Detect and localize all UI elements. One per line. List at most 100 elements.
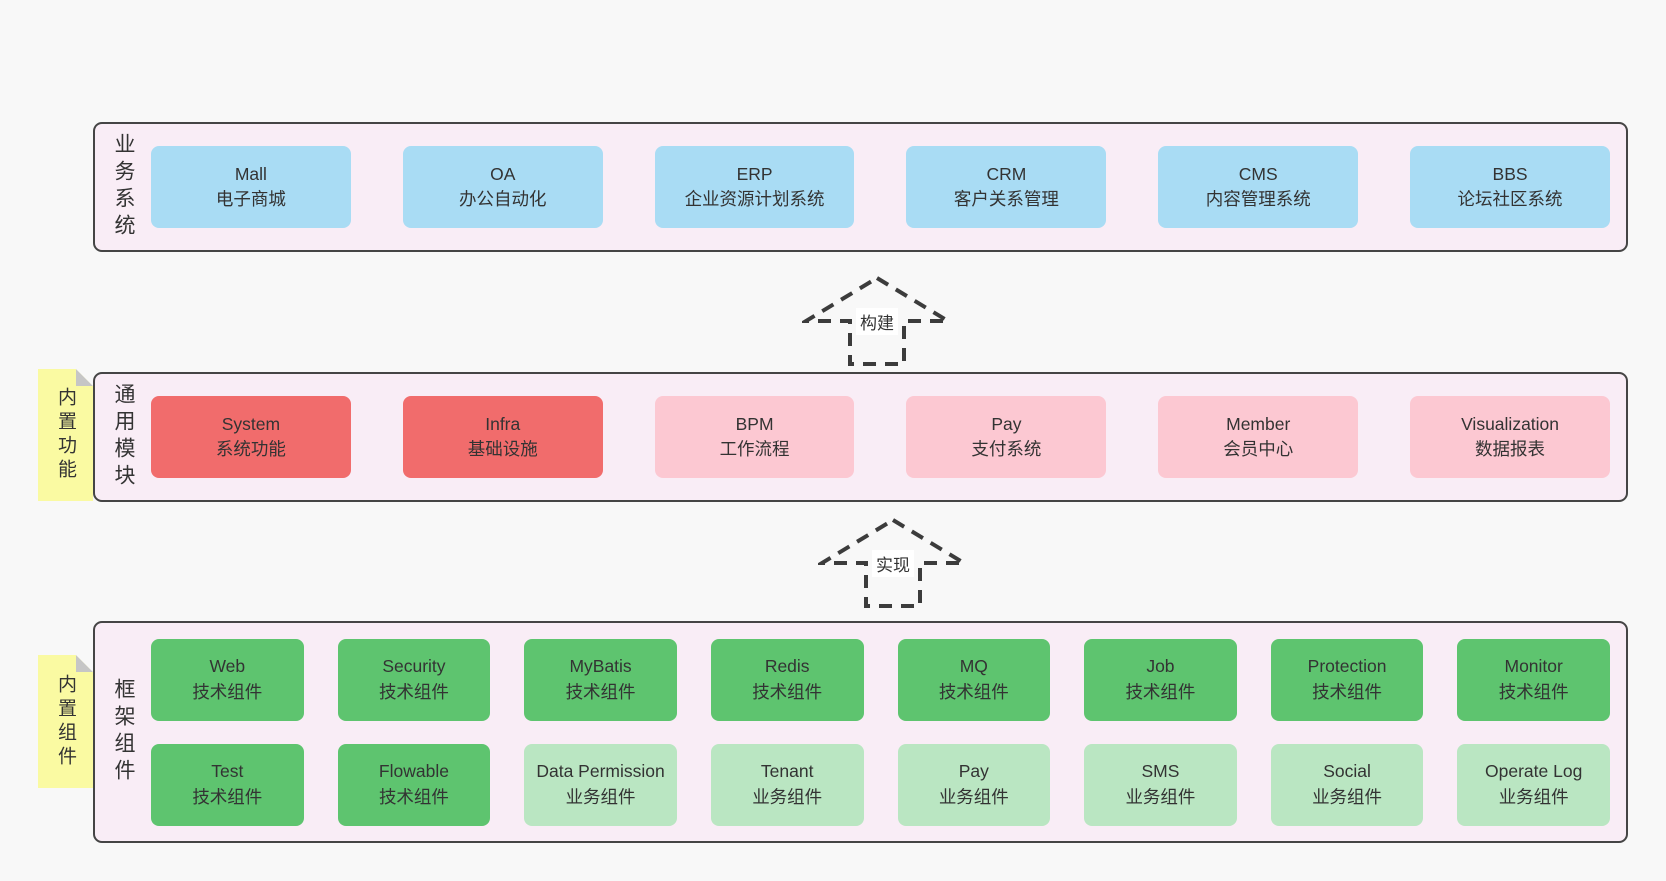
layer-label-modules: 通用模块: [112, 383, 135, 491]
box-bbs: BBS 论坛社区系统: [1410, 146, 1610, 228]
box-name: CMS: [1238, 163, 1278, 184]
sticky-note-builtin-features: 内置功能: [38, 369, 93, 501]
box-name: OA: [490, 163, 516, 184]
box-name: Security: [382, 656, 446, 677]
box-visualization: Visualization 数据报表: [1410, 396, 1610, 478]
box-name: ERP: [736, 163, 773, 184]
box-name: Social: [1323, 761, 1371, 782]
box-name: Visualization: [1461, 413, 1560, 434]
box-flowable: Flowable 技术组件: [337, 743, 491, 826]
box-system: System 系统功能: [151, 396, 351, 478]
layer-common-modules: 通用模块 System 系统功能 Infra 基础设施 BPM 工作流程 Pay…: [93, 372, 1628, 502]
box-desc: 会员中心: [1223, 439, 1294, 459]
box-desc: 技术组件: [752, 681, 823, 702]
folded-corner-cut: [76, 369, 93, 386]
box-desc: 业务组件: [1125, 786, 1196, 807]
box-name: CRM: [986, 163, 1027, 184]
box-name: Web: [209, 656, 246, 677]
box-desc: 内容管理系统: [1205, 189, 1311, 209]
box-desc: 技术组件: [1312, 681, 1383, 702]
box-desc: 业务组件: [752, 786, 823, 807]
box-bpm: BPM 工作流程: [654, 396, 855, 478]
box-name: Infra: [485, 413, 521, 434]
box-operate-log: Operate Log 业务组件: [1457, 743, 1610, 826]
box-desc: 办公自动化: [458, 189, 547, 209]
box-mall: Mall 电子商城: [151, 146, 351, 228]
box-tenant: Tenant 业务组件: [710, 743, 864, 826]
box-name: Data Permission: [536, 761, 665, 782]
box-desc: 支付系统: [971, 439, 1042, 459]
box-pay-component: Pay 业务组件: [897, 743, 1051, 826]
box-member: Member 会员中心: [1158, 396, 1359, 478]
box-name: Redis: [764, 656, 810, 677]
box-infra: Infra 基础设施: [402, 396, 603, 478]
box-desc: 业务组件: [565, 786, 636, 807]
box-name: Monitor: [1504, 656, 1563, 677]
box-monitor: Monitor 技术组件: [1457, 638, 1610, 721]
note-text: 内置组件: [55, 673, 76, 770]
box-desc: 技术组件: [1498, 681, 1569, 702]
layer-label-business: 业务系统: [112, 133, 135, 241]
arrow-label-implement: 实现: [872, 550, 914, 577]
arrow-label-build: 构建: [856, 308, 898, 335]
modules-box-row: System 系统功能 Infra 基础设施 BPM 工作流程 Pay 支付系统…: [151, 374, 1626, 500]
box-desc: 企业资源计划系统: [684, 189, 825, 209]
box-desc: 技术组件: [565, 681, 636, 702]
up-arrow-icon: [802, 275, 952, 366]
box-name: Flowable: [378, 761, 449, 782]
box-social: Social 业务组件: [1270, 743, 1424, 826]
box-name: Job: [1146, 656, 1175, 677]
box-desc: 技术组件: [378, 786, 449, 807]
box-name: SMS: [1141, 761, 1180, 782]
note-text: 内置功能: [55, 387, 76, 483]
box-desc: 业务组件: [1312, 786, 1383, 807]
box-name: Pay: [991, 413, 1022, 434]
box-name: MyBatis: [569, 656, 632, 677]
box-name: Test: [211, 761, 244, 782]
box-desc: 论坛社区系统: [1457, 189, 1563, 209]
layer-framework-components: 框架组件 Web 技术组件 Security 技术组件 MyBatis 技术组件…: [93, 621, 1628, 843]
box-name: Operate Log: [1485, 761, 1583, 782]
box-desc: 业务组件: [938, 786, 1009, 807]
box-desc: 技术组件: [192, 681, 263, 702]
box-name: Pay: [958, 761, 989, 782]
box-web: Web 技术组件: [151, 638, 304, 721]
box-desc: 技术组件: [1125, 681, 1196, 702]
layer-label-components: 框架组件: [112, 678, 135, 786]
box-desc: 数据报表: [1475, 439, 1546, 459]
box-name: Tenant: [760, 761, 814, 782]
box-pay-module: Pay 支付系统: [906, 396, 1107, 478]
box-redis: Redis 技术组件: [710, 638, 864, 721]
components-box-grid: Web 技术组件 Security 技术组件 MyBatis 技术组件 Redi…: [151, 623, 1626, 841]
box-name: Member: [1226, 413, 1291, 434]
box-sms: SMS 业务组件: [1084, 743, 1237, 826]
up-arrow-icon: [818, 517, 968, 608]
box-desc: 工作流程: [719, 439, 790, 459]
box-name: MQ: [959, 656, 988, 677]
box-mybatis: MyBatis 技术组件: [524, 638, 677, 721]
box-protection: Protection 技术组件: [1270, 638, 1424, 721]
business-box-row: Mall 电子商城 OA 办公自动化 ERP 企业资源计划系统 CRM 客户关系…: [151, 124, 1626, 250]
box-name: System: [221, 413, 281, 434]
box-security: Security 技术组件: [337, 638, 491, 721]
box-cms: CMS 内容管理系统: [1158, 146, 1359, 228]
box-name: BBS: [1492, 163, 1528, 184]
box-erp: ERP 企业资源计划系统: [654, 146, 855, 228]
layer-business-systems: 业务系统 Mall 电子商城 OA 办公自动化 ERP 企业资源计划系统 CRM…: [93, 122, 1628, 252]
box-desc: 基础设施: [467, 439, 538, 459]
box-job: Job 技术组件: [1084, 638, 1237, 721]
folded-corner-cut: [76, 655, 93, 672]
box-desc: 技术组件: [378, 681, 449, 702]
implement-arrow: 实现: [818, 517, 968, 609]
box-name: Protection: [1307, 656, 1387, 677]
sticky-note-builtin-components: 内置组件: [38, 655, 93, 788]
box-data-permission: Data Permission 业务组件: [524, 743, 677, 826]
box-desc: 客户关系管理: [953, 189, 1059, 209]
box-name: Mall: [234, 163, 267, 184]
build-arrow: 构建: [802, 275, 952, 367]
box-desc: 系统功能: [215, 439, 286, 459]
box-name: BPM: [735, 413, 774, 434]
box-mq: MQ 技术组件: [897, 638, 1051, 721]
box-desc: 电子商城: [215, 189, 286, 209]
